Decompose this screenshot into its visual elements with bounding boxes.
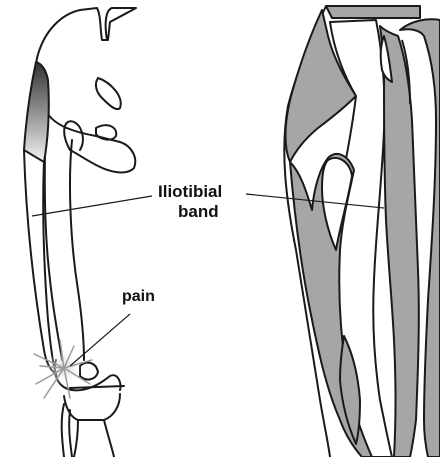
tensor-fascia-latae — [24, 62, 49, 162]
hip-socket — [64, 121, 83, 150]
muscle-view — [284, 6, 440, 457]
top-cap — [326, 6, 420, 18]
fibula — [62, 404, 72, 457]
rectus-femoris — [380, 26, 419, 457]
patella — [80, 363, 98, 380]
iliotibial-band-left — [24, 150, 56, 374]
pelvis-outline — [36, 8, 136, 172]
tibia-shaft — [74, 420, 114, 457]
iliotibial-label-line1: Iliotibial — [158, 182, 222, 201]
femur-medial-edge — [70, 140, 84, 360]
skeletal-view — [36, 8, 136, 457]
pain-leader — [70, 314, 130, 366]
pelvis-opening-lower — [96, 125, 116, 139]
pelvis-opening-upper — [96, 78, 121, 109]
it-leader-left — [32, 196, 152, 216]
iliotibial-label-line2: band — [178, 202, 219, 221]
tibia-head — [64, 394, 120, 420]
pain-label: pain — [122, 288, 155, 305]
knee-joint-line — [70, 386, 124, 388]
